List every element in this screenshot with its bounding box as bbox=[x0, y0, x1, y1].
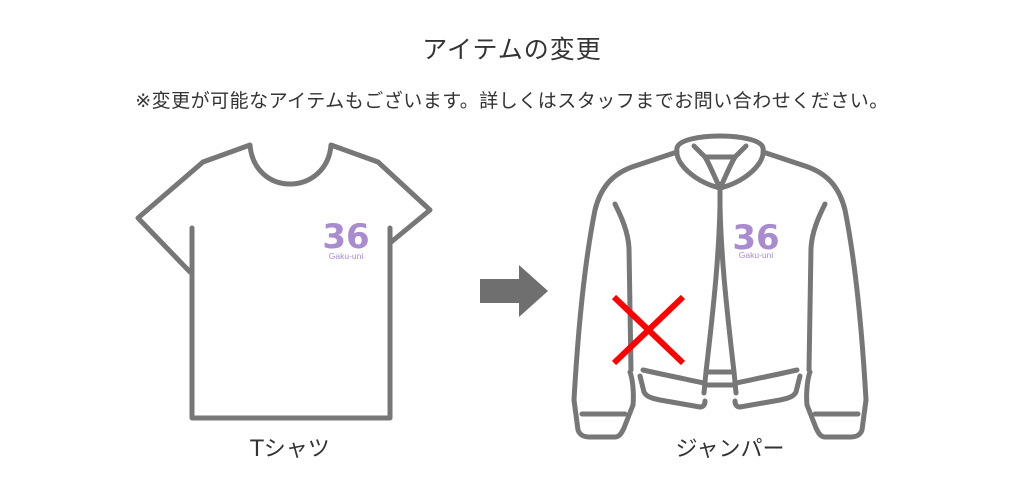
page-title: アイテムの変更 bbox=[422, 35, 602, 64]
x-mark-icon bbox=[611, 294, 686, 366]
jumper-logo: 36 Gaku-uni bbox=[732, 218, 779, 260]
notice-text: ※変更が可能なアイテムもございます。詳しくはスタッフまでお問い合わせください。 bbox=[135, 90, 889, 112]
arrow-right-icon bbox=[480, 265, 548, 317]
jumper-logo-number: 36 bbox=[732, 218, 779, 258]
tshirt-icon bbox=[135, 142, 433, 421]
tshirt-logo-text: Gaku-uni bbox=[329, 251, 364, 261]
jumper-label: ジャンパー bbox=[675, 437, 785, 462]
tshirt-logo: 36 Gaku-uni bbox=[322, 217, 369, 261]
tshirt-logo-number: 36 bbox=[322, 217, 369, 257]
jumper-icon bbox=[571, 133, 869, 440]
jumper-logo-text: Gaku-uni bbox=[739, 250, 774, 260]
tshirt-label: Tシャツ bbox=[250, 437, 330, 462]
